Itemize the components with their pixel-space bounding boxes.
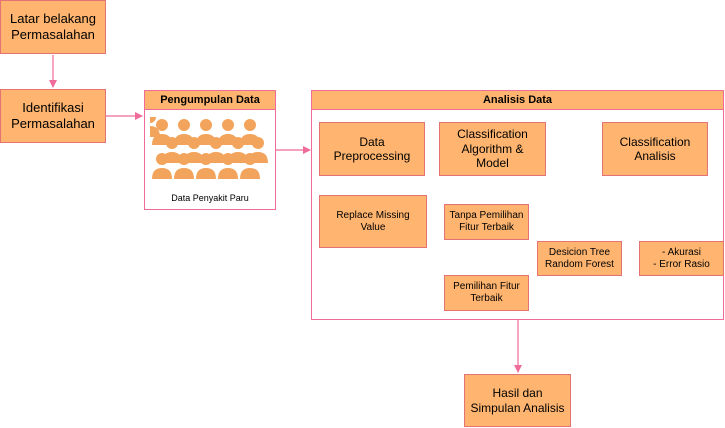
node-classification-analisis: Classification Analisis bbox=[602, 122, 708, 176]
node-hasil-simpulan: Hasil dan Simpulan Analisis bbox=[464, 374, 571, 427]
people-group-icon bbox=[150, 117, 268, 179]
node-latar-belakang: Latar belakang Permasalahan bbox=[0, 0, 106, 54]
node-akurasi-error-rasio: - Akurasi - Error Rasio bbox=[639, 241, 724, 276]
group-analisis-title: Analisis Data bbox=[312, 91, 723, 110]
node-tanpa-pemilihan: Tanpa Pemilihan Fitur Terbaik bbox=[444, 204, 529, 240]
node-data-preprocessing: Data Preprocessing bbox=[319, 122, 425, 176]
group-pengumpulan-title: Pengumpulan Data bbox=[145, 91, 275, 110]
node-pemilihan-fitur: Pemilihan Fitur Terbaik bbox=[444, 275, 529, 311]
node-classification-algorithm: Classification Algorithm & Model bbox=[439, 122, 546, 176]
node-identifikasi: Identifikasi Permasalahan bbox=[0, 89, 106, 143]
node-decision-tree-random-forest: Desicion Tree Random Forest bbox=[537, 241, 622, 276]
node-replace-missing-value: Replace Missing Value bbox=[319, 195, 427, 248]
group-pengumpulan-caption: Data Penyakit Paru bbox=[171, 193, 249, 203]
group-pengumpulan-data: Pengumpulan Data Data Penyakit Paru bbox=[144, 90, 276, 210]
